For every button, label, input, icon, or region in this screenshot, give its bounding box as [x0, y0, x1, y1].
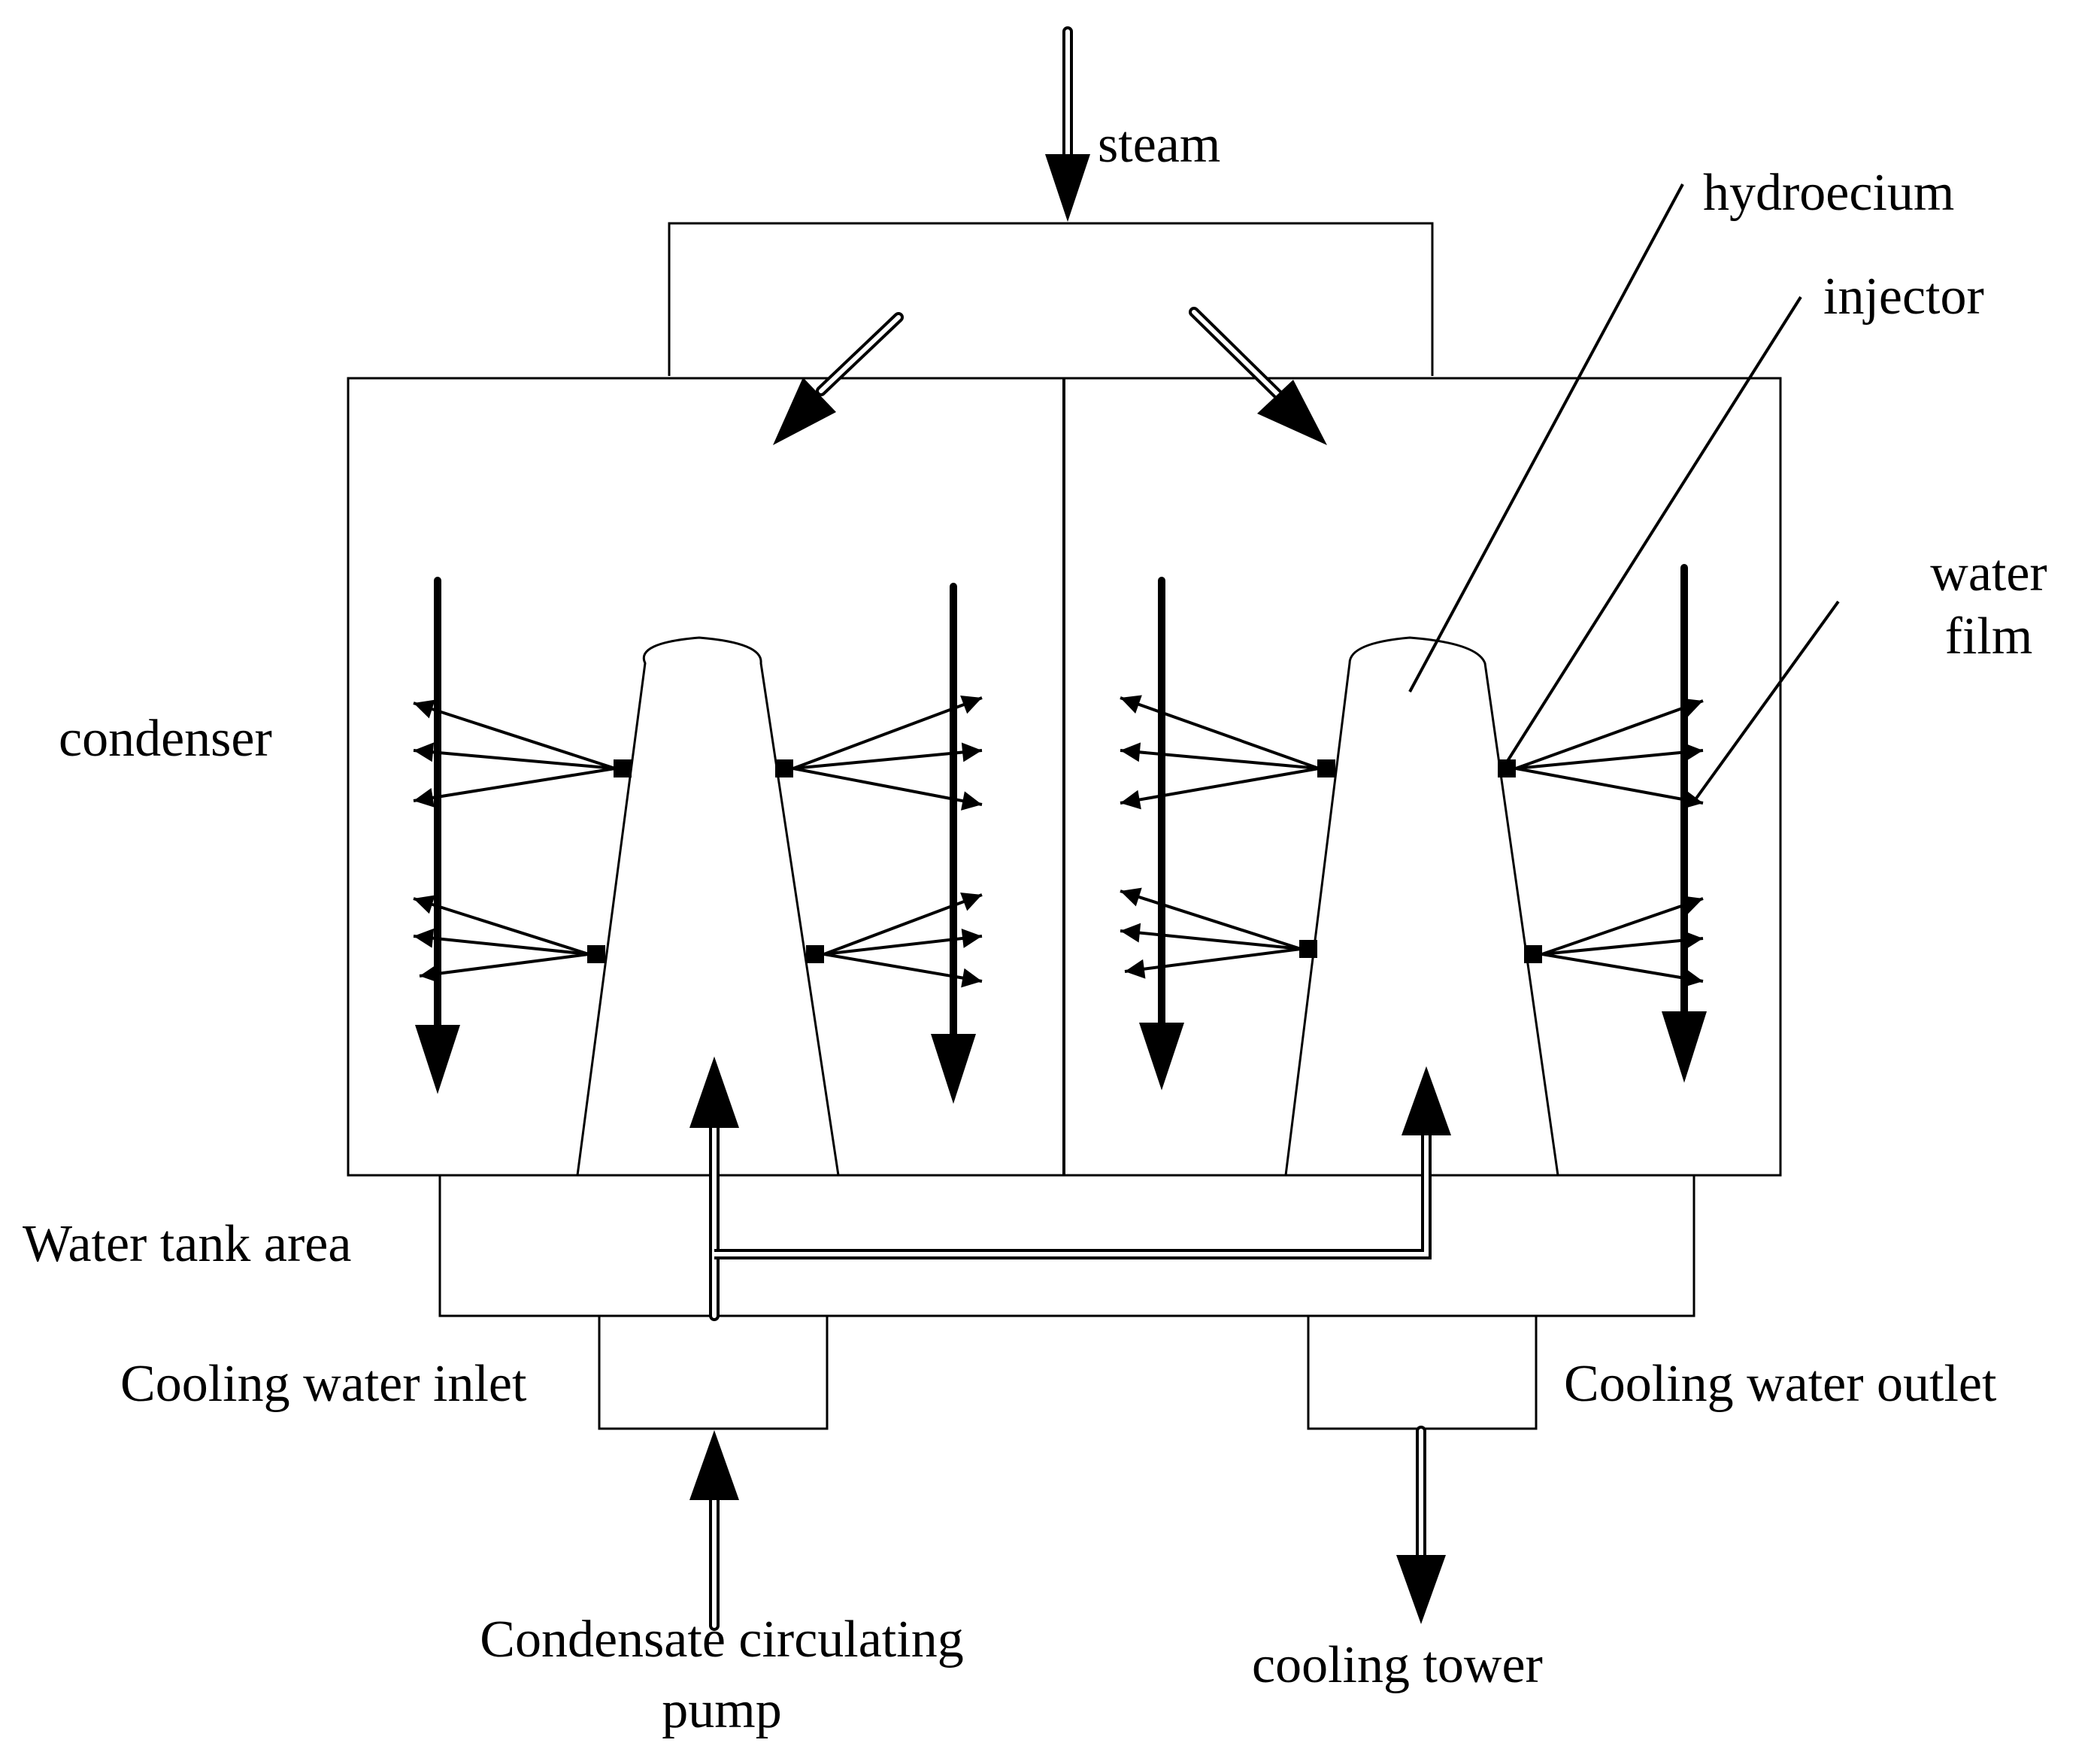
- spray-line: [792, 767, 983, 811]
- spray-line: [1120, 923, 1302, 950]
- label-pump-line1: Condensate circulating: [480, 1611, 964, 1669]
- spray-line: [413, 742, 616, 770]
- steam-right-arrow: [1189, 307, 1327, 445]
- spray-line: [413, 699, 616, 770]
- film-head-lo: [415, 1025, 460, 1094]
- leader-hydroecium: [1408, 183, 1684, 693]
- leader-water-film: [1690, 600, 1840, 806]
- spray-line: [792, 695, 983, 770]
- spray-line: [419, 953, 589, 984]
- leader-injector: [1502, 296, 1802, 768]
- spray-line: [823, 929, 983, 956]
- spray-line: [1120, 695, 1320, 770]
- injector-nozzle: [1299, 940, 1317, 958]
- steam-inlet-arrow: [1045, 26, 1090, 222]
- label-injector: injector: [1823, 268, 1984, 326]
- label-cooling-tower: cooling tower: [1252, 1636, 1543, 1694]
- film-head-ri: [1139, 1023, 1184, 1090]
- hydroecium-right: [1284, 636, 1559, 1176]
- injector-nozzle: [614, 759, 632, 777]
- film-head-ro: [1662, 1011, 1707, 1083]
- cooling-water-inlet-box: [598, 1316, 829, 1430]
- injector-nozzle: [775, 759, 793, 777]
- steam-left-arrow: [773, 312, 904, 445]
- cooling-tower-arrow: [1396, 1426, 1446, 1624]
- spray-line: [1515, 698, 1704, 770]
- distribution-pipe: [714, 1066, 1451, 1259]
- injector-nozzles: [587, 759, 1542, 963]
- spray-line: [1124, 947, 1302, 979]
- injector-nozzle: [806, 945, 824, 963]
- cooling-water-outlet-box: [1307, 1316, 1538, 1430]
- hydroecium-left: [576, 636, 840, 1176]
- steam-header-box: [668, 222, 1434, 376]
- spray-line: [792, 742, 983, 770]
- label-cooling-water-outlet: Cooling water outlet: [1564, 1355, 1997, 1413]
- supply-pipe-left: [689, 1056, 739, 1321]
- spray-line: [823, 953, 983, 988]
- spray-line: [1515, 767, 1704, 810]
- injector-nozzle: [1317, 759, 1335, 777]
- spray-line: [1541, 930, 1704, 956]
- label-water-film-line2: film: [1944, 608, 2033, 665]
- spray-line: [413, 767, 616, 808]
- spray-line: [413, 928, 589, 956]
- pump-inlet-arrow: [689, 1430, 739, 1631]
- spray-line: [823, 892, 983, 956]
- label-cooling-water-inlet: Cooling water inlet: [120, 1355, 527, 1413]
- label-water-film-line1: water: [1930, 544, 2047, 602]
- label-hydroecium: hydroecium: [1703, 164, 1955, 222]
- injector-nozzle: [1524, 945, 1542, 963]
- film-head-li: [931, 1034, 976, 1104]
- label-water-tank-area: Water tank area: [23, 1215, 352, 1273]
- spray-line: [413, 895, 589, 956]
- spray-line: [1541, 953, 1704, 988]
- label-condenser: condenser: [59, 710, 272, 768]
- label-pump-line2: pump: [662, 1681, 782, 1739]
- spray-line: [1120, 742, 1320, 770]
- water-tank-box: [438, 1174, 1695, 1317]
- spray-line: [1120, 887, 1302, 950]
- spray-line: [1541, 896, 1704, 956]
- label-steam: steam: [1098, 116, 1221, 174]
- spray-line: [1120, 767, 1320, 810]
- spray-line: [1515, 742, 1704, 770]
- injector-nozzle: [587, 945, 605, 963]
